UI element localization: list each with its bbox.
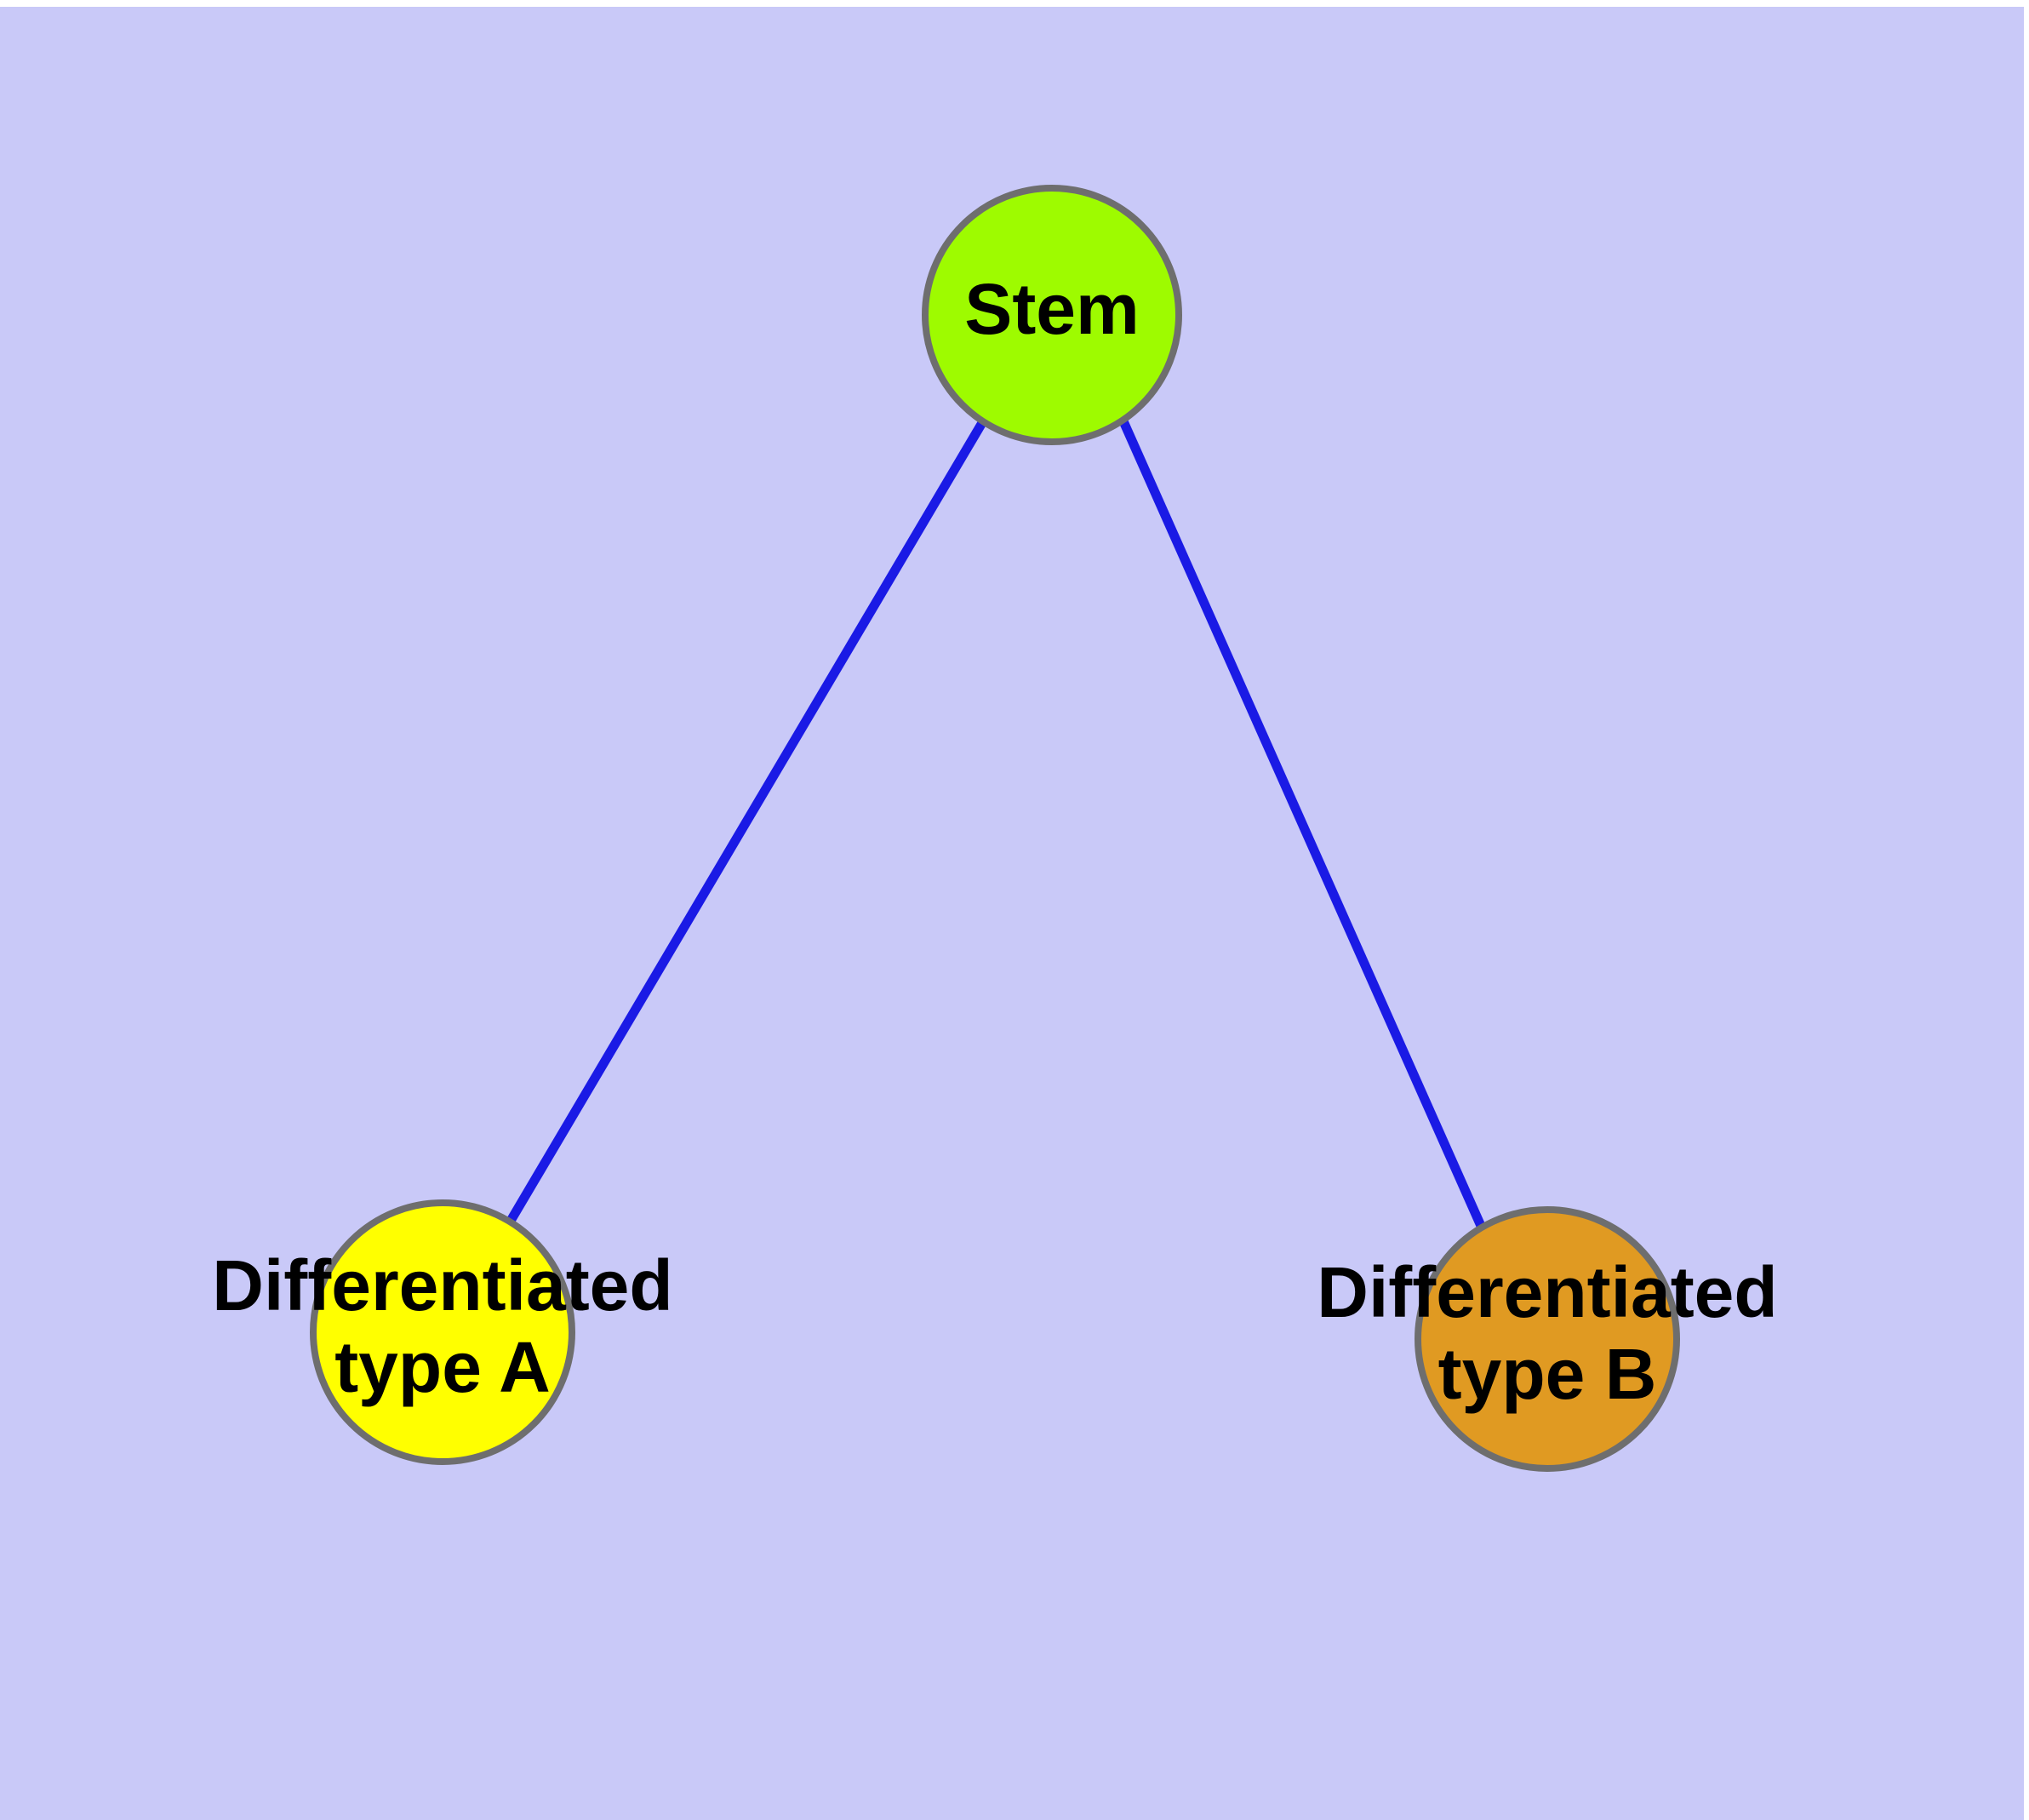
node-stem-label: Stem <box>964 269 1139 349</box>
edge-stem-to-diff-a <box>506 419 987 1223</box>
node-differentiated-type-b[interactable] <box>1415 1206 1680 1472</box>
node-differentiated-type-a[interactable] <box>310 1199 575 1465</box>
node-differentiated-type-a-circle[interactable] <box>310 1199 575 1465</box>
node-stem[interactable] <box>922 185 1182 445</box>
edge-stem-to-diff-b <box>1118 419 1486 1228</box>
node-differentiated-type-b-circle[interactable] <box>1415 1206 1680 1472</box>
edges-layer <box>506 419 1486 1228</box>
node-stem-circle[interactable] <box>922 185 1182 445</box>
nodes-layer <box>310 185 1680 1472</box>
